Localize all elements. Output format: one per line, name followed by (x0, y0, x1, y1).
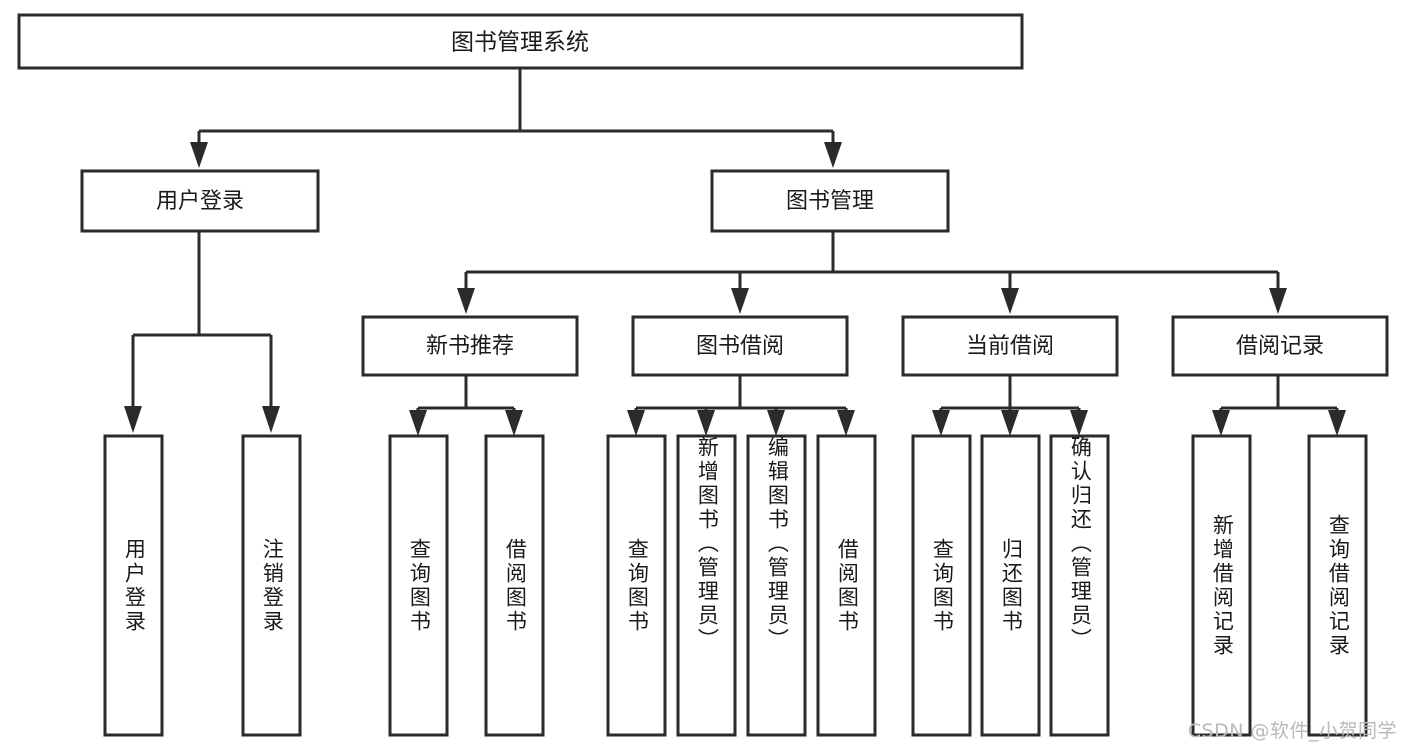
node-book-manage-box[interactable] (710, 169, 950, 233)
connector-current-borrow-to-leaves (932, 376, 1088, 436)
arrowhead-cb-leaf2 (1001, 410, 1019, 436)
leaf-box-book-borrow-1[interactable] (676, 434, 737, 737)
arrowhead-current-borrow (1001, 288, 1019, 314)
arrowhead-cb-leaf3 (1070, 410, 1088, 436)
node-root-box[interactable] (17, 13, 1024, 70)
node-borrow-record-label: 借阅记录 (1236, 334, 1324, 359)
node-new-book-recommend[interactable]: 新书推荐 (361, 315, 579, 377)
arrowhead-nb-leaf1 (409, 410, 427, 436)
node-user-login-box[interactable] (80, 169, 320, 233)
leaf-box-user-login-0[interactable] (103, 434, 164, 737)
node-book-manage[interactable]: 图书管理 (710, 169, 950, 233)
connector-new-book-to-leaves (409, 376, 523, 436)
arrowhead-br-leaf1 (1212, 410, 1230, 436)
connector-user-login-to-leaves (124, 232, 280, 433)
arrowhead-bb-leaf2 (697, 410, 715, 436)
arrowhead-new-book-recommend (457, 288, 475, 314)
leaf-box-borrow-record-0[interactable] (1191, 434, 1252, 737)
arrowhead-br-leaf2 (1328, 410, 1346, 436)
leaf-box-book-borrow-2[interactable] (746, 434, 807, 737)
node-borrow-record-box[interactable] (1171, 315, 1389, 377)
connector-book-manage-to-level3 (457, 232, 1287, 314)
node-borrow-record[interactable]: 借阅记录 (1171, 315, 1389, 377)
arrowhead-borrow-record (1269, 288, 1287, 314)
leaf-box-book-borrow-0[interactable] (606, 434, 667, 737)
leaf-box-book-borrow-3[interactable] (816, 434, 877, 737)
connector-root-to-level2 (190, 68, 842, 168)
node-book-borrow[interactable]: 图书借阅 (631, 315, 849, 377)
arrowhead-book-manage (824, 142, 842, 168)
leaf-box-new-book-1[interactable] (484, 434, 545, 737)
node-root[interactable]: 图书管理系统 (17, 13, 1024, 70)
watermark: CSDN @软件_小贺同学 (1187, 720, 1397, 742)
node-new-book-recommend-box[interactable] (361, 315, 579, 377)
leaf-box-new-book-0[interactable] (388, 434, 449, 737)
connector-borrow-record-to-leaves (1212, 376, 1346, 436)
node-book-manage-label: 图书管理 (786, 189, 874, 214)
leaf-box-current-borrow-0[interactable] (911, 434, 972, 737)
arrowhead-nb-leaf2 (505, 410, 523, 436)
leaf-box-borrow-record-1[interactable] (1307, 434, 1368, 737)
node-current-borrow-label: 当前借阅 (966, 334, 1054, 359)
arrowhead-user-login (190, 142, 208, 168)
connector-book-borrow-to-leaves (627, 376, 855, 436)
node-book-borrow-label: 图书借阅 (696, 334, 784, 359)
arrowhead-bb-leaf3 (767, 410, 785, 436)
arrowhead-book-borrow (731, 288, 749, 314)
arrowhead-cb-leaf1 (932, 410, 950, 436)
arrowhead-bb-leaf4 (837, 410, 855, 436)
node-user-login-label: 用户登录 (156, 189, 244, 214)
node-root-label: 图书管理系统 (451, 30, 589, 56)
node-new-book-recommend-label: 新书推荐 (426, 334, 514, 359)
node-current-borrow[interactable]: 当前借阅 (901, 315, 1119, 377)
arrowhead-bb-leaf1 (627, 410, 645, 436)
arrowhead-leaf-logout (262, 406, 280, 433)
leaf-box-current-borrow-1[interactable] (980, 434, 1041, 737)
leaf-box-user-login-1[interactable] (241, 434, 302, 737)
node-current-borrow-box[interactable] (901, 315, 1119, 377)
leaf-box-current-borrow-2[interactable] (1049, 434, 1110, 737)
node-user-login[interactable]: 用户登录 (80, 169, 320, 233)
node-book-borrow-box[interactable] (631, 315, 849, 377)
arrowhead-leaf-user-login (124, 406, 142, 433)
